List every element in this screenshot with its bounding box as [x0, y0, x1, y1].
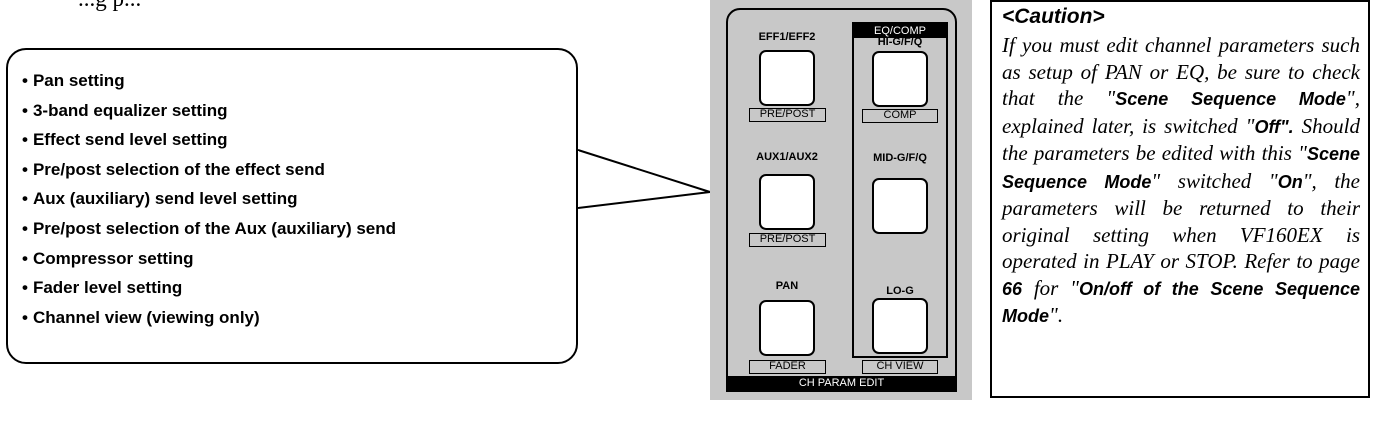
eff1-eff2-button[interactable] — [759, 50, 815, 106]
eff1-eff2-label: EFF1/EFF2 — [758, 31, 816, 43]
intro-text-fragment: ...g p... — [78, 0, 141, 12]
aux1-aux2-button[interactable] — [759, 174, 815, 230]
list-item: Pre/post selection of the Aux (auxiliary… — [22, 214, 396, 244]
hi-g-f-q-label: HI-G/F/Q — [877, 36, 923, 48]
caution-box: <Caution> If you must edit channel param… — [990, 0, 1370, 398]
mid-g-f-q-label: MID-G/F/Q — [873, 152, 927, 164]
pre-post-label: PRE/POST — [749, 108, 826, 122]
list-item: Pre/post selection of the effect send — [22, 155, 396, 185]
list-item: Fader level setting — [22, 273, 396, 303]
caution-text: ", explained later, is switched " — [1002, 86, 1360, 138]
list-item: Effect send level setting — [22, 125, 396, 155]
ch-view-label: CH VIEW — [862, 360, 938, 374]
fader-label: FADER — [749, 360, 826, 374]
caution-body: If you must edit channel parameters such… — [1002, 32, 1360, 330]
caution-title: <Caution> — [1002, 5, 1105, 28]
pan-label: PAN — [775, 280, 799, 292]
comp-label: COMP — [862, 109, 938, 123]
caution-emphasis: Scene Sequence Mode — [1002, 144, 1360, 192]
pan-button[interactable] — [759, 300, 815, 356]
caution-text: If you must edit channel parameters such… — [1002, 33, 1360, 110]
caution-emphasis: On/off of the Scene Sequence Mode — [1002, 278, 1360, 327]
caution-emphasis: Scene Sequence Mode — [1115, 89, 1346, 109]
caution-text: ", the parameters will be returned to th… — [1002, 168, 1360, 274]
features-callout: Pan setting 3-band equalizer setting Eff… — [6, 48, 578, 364]
caution-emphasis: On — [1277, 171, 1303, 192]
hi-g-f-q-button[interactable] — [872, 51, 928, 107]
mid-g-f-q-button[interactable] — [872, 178, 928, 234]
lo-g-label: LO-G — [886, 285, 914, 297]
lo-g-button[interactable] — [872, 298, 928, 354]
pre-post-label: PRE/POST — [749, 233, 826, 247]
aux1-aux2-label: AUX1/AUX2 — [756, 151, 818, 163]
list-item: 3-band equalizer setting — [22, 96, 396, 126]
features-list: Pan setting 3-band equalizer setting Eff… — [22, 66, 396, 332]
list-item: Compressor setting — [22, 244, 396, 274]
list-item: Aux (auxiliary) send level setting — [22, 184, 396, 214]
caution-text: for " — [1022, 275, 1079, 300]
caution-emphasis: Off". — [1254, 116, 1294, 137]
ch-param-edit-panel: EFF1/EFF2 PRE/POST AUX1/AUX2 PRE/POST PA… — [726, 8, 957, 392]
eq-comp-group: EQ/COMP — [852, 22, 948, 358]
caution-text: Should the parameters be edited with thi… — [1002, 113, 1360, 166]
eq-comp-group-label: EQ/COMP — [854, 24, 946, 38]
caution-text: ". — [1049, 303, 1064, 327]
list-item: Pan setting — [22, 66, 396, 96]
list-item: Channel view (viewing only) — [22, 303, 396, 333]
ch-param-edit-label: CH PARAM EDIT — [728, 376, 955, 390]
page-reference: 66 — [1002, 278, 1023, 299]
caution-text: " switched " — [1151, 168, 1278, 193]
